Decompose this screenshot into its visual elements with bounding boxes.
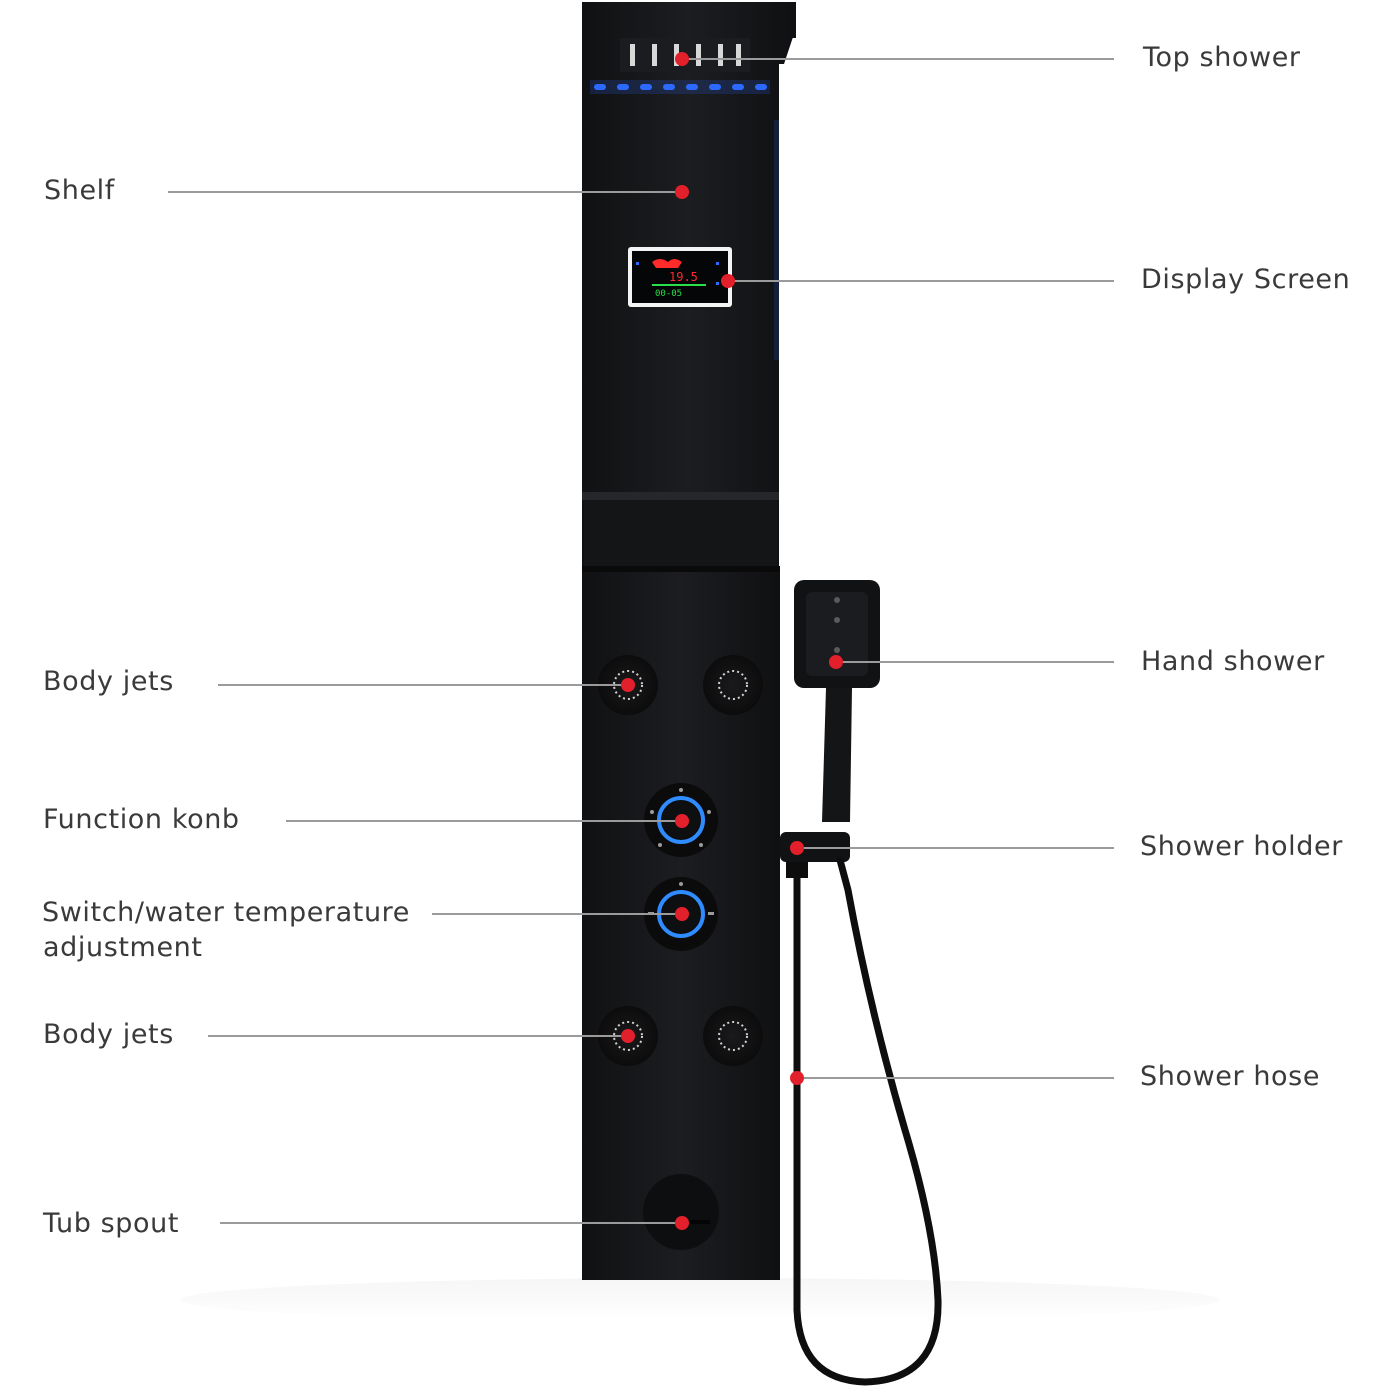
shower-hose bbox=[793, 856, 942, 1386]
marker-shelf bbox=[675, 185, 689, 199]
display-screen: 19.5 00-05 bbox=[628, 247, 732, 307]
shelf bbox=[584, 500, 777, 568]
label-display-screen: Display Screen bbox=[1141, 264, 1351, 295]
screen-timer: 00-05 bbox=[655, 289, 682, 299]
leader-lines bbox=[168, 58, 1114, 1224]
label-shelf: Shelf bbox=[44, 175, 115, 206]
body-jet-upper-right bbox=[703, 655, 763, 715]
label-switch-temperature-line2: adjustment bbox=[43, 932, 203, 963]
screen-shower-icon bbox=[652, 259, 682, 268]
label-top-shower: Top shower bbox=[1143, 42, 1301, 73]
floor-shadow bbox=[180, 1278, 1220, 1322]
label-shower-hose: Shower hose bbox=[1140, 1061, 1321, 1092]
label-body-jets-upper: Body jets bbox=[43, 666, 174, 697]
screen-temperature: 19.5 bbox=[669, 270, 698, 284]
marker-body-jets-lower bbox=[621, 1029, 635, 1043]
marker-shower-hose bbox=[790, 1071, 804, 1085]
label-hand-shower: Hand shower bbox=[1141, 646, 1325, 677]
label-tub-spout: Tub spout bbox=[43, 1208, 180, 1239]
hand-shower-handle bbox=[822, 688, 852, 822]
hand-shower bbox=[794, 580, 880, 822]
marker-display-screen bbox=[721, 274, 735, 288]
label-switch-temperature-line1: Switch/water temperature bbox=[42, 897, 410, 928]
led-strip bbox=[590, 80, 770, 94]
shelf-edge bbox=[582, 492, 779, 500]
marker-top-shower bbox=[675, 52, 689, 66]
body-jet-lower-right bbox=[703, 1006, 763, 1066]
label-shower-holder: Shower holder bbox=[1140, 831, 1343, 862]
panel-body bbox=[582, 2, 796, 1280]
markers bbox=[621, 52, 843, 1230]
tub-spout bbox=[643, 1174, 719, 1250]
marker-hand-shower bbox=[829, 655, 843, 669]
label-function-knob: Function konb bbox=[43, 804, 240, 835]
marker-function-knob bbox=[675, 814, 689, 828]
marker-switch-temperature bbox=[675, 907, 689, 921]
marker-shower-holder bbox=[790, 841, 804, 855]
label-body-jets-lower: Body jets bbox=[43, 1019, 174, 1050]
marker-tub-spout bbox=[675, 1216, 689, 1230]
marker-body-jets-upper bbox=[621, 678, 635, 692]
